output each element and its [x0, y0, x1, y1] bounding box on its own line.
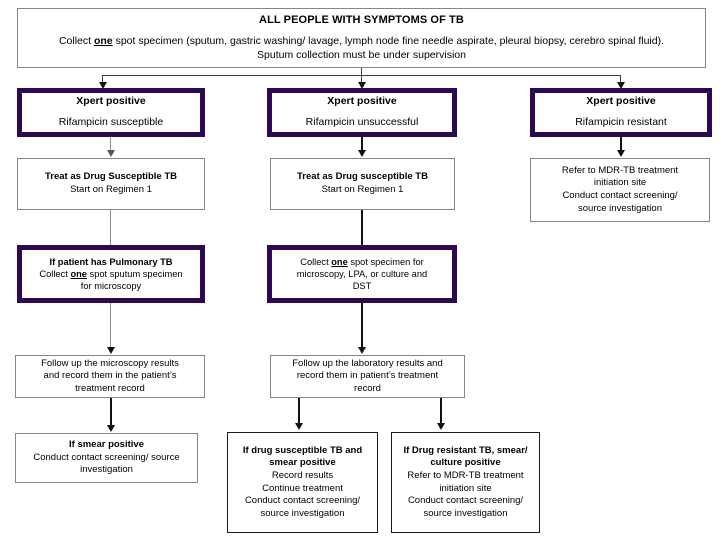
connector-left-treat-to-collect: [110, 210, 111, 245]
collect-middle-line-2: microscopy, LPA, or culture and: [296, 268, 428, 279]
collect-middle-line-3: DST: [352, 281, 372, 292]
outcome-box-left: If smear positive Conduct contact screen…: [15, 433, 198, 483]
connector-middle-followup-to-susceptible: [298, 398, 300, 424]
outcome-left-line-1: If smear positive: [69, 439, 144, 451]
outcome-left-line-2: Conduct contact screening/ source: [33, 451, 180, 463]
header-line-2: Sputum collection must be under supervis…: [257, 48, 466, 61]
followup-box-middle: Follow up the laboratory results and rec…: [270, 355, 465, 398]
treat-left-line-2: Start on Regimen 1: [70, 184, 152, 195]
connector-left-xpert-to-treat: [110, 137, 111, 152]
outcome-resistant-line-1: If Drug resistant TB, smear/: [403, 444, 528, 456]
followup-middle-line-2: record them in patient’s treatment: [296, 370, 439, 382]
outcome-box-susceptible: If drug susceptible TB and smear positiv…: [227, 432, 378, 533]
outcome-susceptible-line-6: source investigation: [260, 507, 345, 519]
outcome-resistant-line-5: Conduct contact screening/: [407, 495, 524, 507]
outcome-resistant-line-4: initiation site: [439, 482, 492, 494]
followup-box-left: Follow up the microscopy results and rec…: [15, 355, 205, 398]
connector-left-followup-to-outcome: [110, 398, 112, 426]
outcome-susceptible-line-3: Record results: [271, 469, 334, 481]
xpert-left-title: Xpert positive: [76, 95, 146, 108]
xpert-right-title: Xpert positive: [586, 95, 656, 108]
refer-right-line-4: source investigation: [578, 202, 662, 214]
xpert-right-subtitle: Rifampicin resistant: [575, 116, 667, 128]
refer-right-line-1: Refer to MDR-TB treatment: [561, 164, 679, 176]
collect-middle-line-1-pre: Collect: [300, 256, 332, 267]
outcome-susceptible-line-1: If drug susceptible TB and: [242, 444, 363, 456]
header-line-1-emphasis: one: [93, 34, 113, 47]
treat-left-line-1: Treat as Drug Susceptible TB: [45, 171, 177, 183]
outcome-susceptible-line-4: Continue treatment: [262, 482, 343, 494]
followup-middle-line-3: record: [354, 382, 381, 394]
followup-left-line-2: and record them in the patient’s: [43, 370, 177, 382]
connector-header-stem: [361, 68, 362, 76]
connector-middle-treat-to-collect: [361, 210, 363, 245]
collect-left-line-3: for microscopy: [80, 281, 142, 292]
treat-box-left: Treat as Drug Susceptible TB Start on Re…: [17, 158, 205, 210]
collect-left-line-1: If patient has Pulmonary TB: [49, 256, 173, 267]
refer-right-line-2: initiation site: [593, 177, 647, 189]
outcome-resistant-line-6: source investigation: [423, 507, 508, 519]
header-line-1-pre: Collect: [58, 34, 94, 47]
outcome-box-resistant: If Drug resistant TB, smear/ culture pos…: [391, 432, 540, 533]
connector-middle-followup-to-resistant: [440, 398, 442, 424]
arrowhead-middle-treat: [358, 150, 366, 157]
arrowhead-outcome-susceptible: [295, 423, 303, 430]
arrowhead-right-refer: [617, 150, 625, 157]
arrowhead-left-followup: [107, 347, 115, 354]
connector-left-collect-to-followup: [110, 303, 111, 348]
connector-middle-collect-to-followup: [361, 303, 363, 348]
refer-box-right: Refer to MDR-TB treatment initiation sit…: [530, 158, 710, 222]
xpert-middle-subtitle: Rifampicin unsuccessful: [305, 116, 419, 128]
xpert-left-subtitle: Rifampicin susceptible: [58, 116, 164, 128]
collect-middle-line-1-emphasis: one: [331, 256, 348, 267]
connector-drop-right: [620, 75, 621, 84]
outcome-resistant-line-2: culture positive: [430, 457, 501, 469]
arrowhead-to-middle-xpert: [358, 82, 366, 89]
treat-middle-line-2: Start on Regimen 1: [321, 184, 404, 195]
treat-box-middle: Treat as Drug susceptible TB Start on Re…: [270, 158, 455, 210]
outcome-susceptible-line-5: Conduct contact screening/: [244, 495, 361, 507]
collect-box-middle: Collect one spot specimen for microscopy…: [267, 245, 457, 303]
treat-middle-line-1: Treat as Drug susceptible TB: [297, 171, 428, 183]
xpert-box-left: Xpert positive Rifampicin susceptible: [17, 88, 205, 137]
collect-left-line-2-pre: Collect: [39, 268, 71, 279]
followup-left-line-1: Follow up the microscopy results: [41, 357, 179, 369]
arrowhead-to-left-xpert: [99, 82, 107, 89]
followup-middle-line-1: Follow up the laboratory results and: [292, 357, 443, 369]
collect-box-left: If patient has Pulmonary TB Collect one …: [17, 245, 205, 303]
arrowhead-left-treat: [107, 150, 115, 157]
header-line-1: Collect one spot specimen (sputum, gastr…: [59, 35, 664, 49]
refer-right-line-3: Conduct contact screening/: [562, 190, 678, 201]
xpert-box-middle: Xpert positive Rifampicin unsuccessful: [267, 88, 457, 137]
outcome-susceptible-line-2: smear positive: [269, 457, 336, 469]
collect-left-line-2-post: spot sputum specimen: [86, 268, 183, 279]
connector-drop-middle: [361, 75, 362, 84]
collect-middle-line-1: Collect one spot specimen for: [300, 256, 424, 268]
collect-middle-line-1-post: spot specimen for: [347, 256, 424, 267]
xpert-box-right: Xpert positive Rifampicin resistant: [530, 88, 712, 137]
outcome-resistant-line-3: Refer to MDR-TB treatment: [407, 469, 524, 481]
arrowhead-left-outcome: [107, 425, 115, 432]
xpert-middle-title: Xpert positive: [327, 95, 397, 108]
connector-drop-left: [102, 75, 103, 84]
arrowhead-outcome-resistant: [437, 423, 445, 430]
arrowhead-middle-followup: [358, 347, 366, 354]
connector-middle-xpert-to-treat: [361, 137, 363, 152]
collect-left-line-2: Collect one spot sputum specimen: [39, 268, 182, 280]
collect-left-line-2-emphasis: one: [70, 268, 87, 279]
arrowhead-to-right-xpert: [617, 82, 625, 89]
header-title: ALL PEOPLE WITH SYMPTOMS OF TB: [259, 14, 464, 27]
outcome-left-line-3: investigation: [80, 464, 133, 476]
followup-left-line-3: treatment record: [75, 382, 145, 394]
header-box: ALL PEOPLE WITH SYMPTOMS OF TB Collect o…: [17, 8, 706, 68]
connector-right-xpert-to-refer: [620, 137, 622, 152]
header-line-1-post: spot specimen (sputum, gastric washing/ …: [112, 34, 665, 47]
